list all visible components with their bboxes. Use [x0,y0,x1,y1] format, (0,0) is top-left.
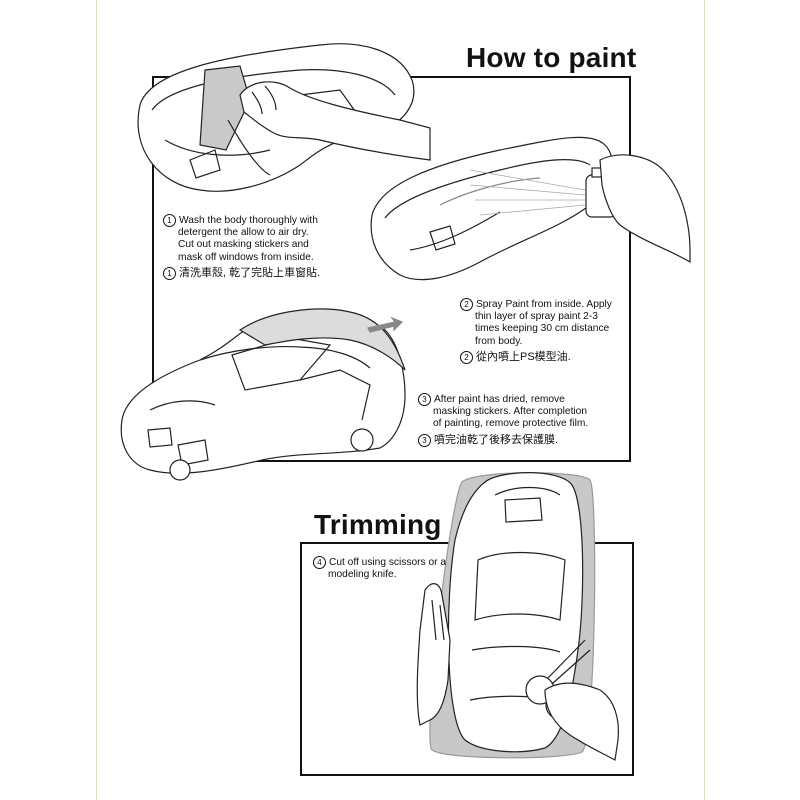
margin-guide-right [704,0,705,800]
step-3-chinese-text: 噴完油乾了後移去保護膜. [434,433,559,446]
step-1-line-4: mask off windows from inside. [178,251,314,263]
step-2-chinese-text: 從內噴上PS模型油. [476,350,571,363]
step-4-line-1: Cut off using scissors or a [329,557,447,568]
how-to-paint-heading: How to paint [460,42,643,74]
step-1-line-1: Wash the body thoroughly with [179,215,318,226]
step-3-line-3: of painting, remove protective film. [433,418,589,430]
spray-can-painting-illustration [370,136,691,281]
margin-guide-left [96,0,97,800]
step-3-line-2: masking stickers. After completion [433,406,588,418]
car-body-shell-masking-illustration [137,43,431,192]
step-3-line-1: After paint has dried, remove [434,394,565,405]
step-1-line-3: Cut out masking stickers and [178,239,309,251]
step-number-badge: 2 [460,298,473,311]
step-4-line-2: modeling knife. [328,569,397,581]
step-2-line-3: times keeping 30 cm distance [475,323,610,335]
step-number-badge: 1 [163,214,176,227]
step-1-line-2: detergent the allow to air dry. [178,227,309,239]
step-number-badge: 2 [460,350,473,364]
step-1-chinese-text: 清洗車殼, 乾了完貼上車窗貼. [179,266,321,279]
car-protective-film-removal-illustration [120,308,406,481]
step-number-badge: 3 [418,433,431,447]
step-2-line-1: Spray Paint from inside. Apply [476,299,612,310]
step-number-badge: 1 [163,266,176,280]
car-body-trimming-scissors-illustration [416,472,620,761]
step-2-line-2: thin layer of spray paint 2-3 [475,311,598,323]
step-2-line-4: from body. [475,335,523,347]
step-number-badge: 4 [313,556,326,569]
trimming-heading: Trimming [308,509,448,541]
step-number-badge: 3 [418,393,431,406]
